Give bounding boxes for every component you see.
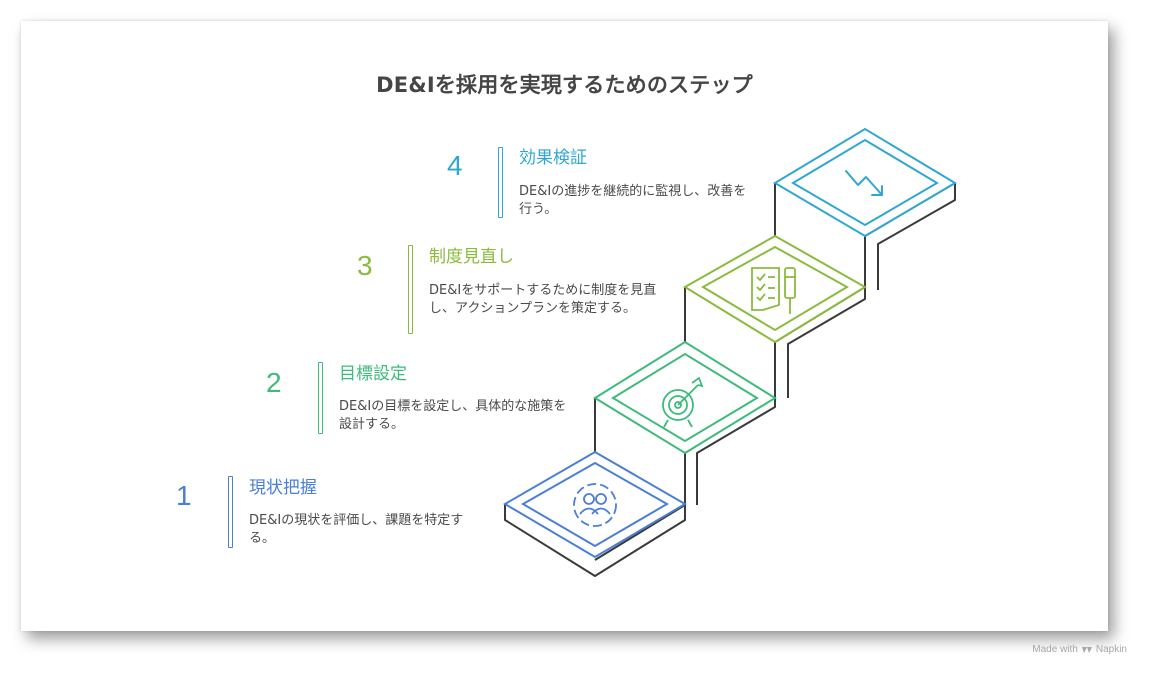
step-heading: 目標設定 [339,364,407,384]
step-accent-bar [408,245,413,334]
step-heading: 制度見直し [429,247,514,267]
brand-label: Napkin [1095,644,1127,655]
napkin-logo-icon [1081,646,1092,653]
step-accent-bar [318,362,323,434]
step-number: 3 [357,250,373,281]
step-1-platform [503,450,687,559]
step-accent-bar [498,147,503,218]
step-heading: 効果検証 [519,148,587,168]
step-heading: 現状把握 [249,478,317,498]
step-3-platform [683,234,867,344]
target-arrow-icon [662,376,704,428]
step-accent-bar [228,476,233,548]
step-description: DE&Iの進捗を継続的に監視し、改善を行う。 [519,184,747,217]
step-2-platform [593,340,777,455]
checklist-pen-icon [751,267,796,314]
step-description: DE&Iをサポートするために制度を見直し、アクションプランを策定する。 [429,283,657,316]
step-4-platform [773,127,957,238]
page-title: DE&Iを採用を実現するためのステップ [376,73,753,97]
step-number: 4 [447,150,463,181]
people-circle-icon [573,483,617,527]
step-description: DE&Iの目標を設定し、具体的な施策を設計する。 [339,399,567,432]
step-number: 1 [176,480,192,511]
step-description: DE&Iの現状を評価し、課題を特定する。 [249,513,464,546]
made-with-label: Made with [1032,644,1078,655]
trend-down-arrow-icon [845,170,883,196]
step-number: 2 [266,367,282,398]
footer-watermark: Made with Napkin [1032,644,1127,655]
